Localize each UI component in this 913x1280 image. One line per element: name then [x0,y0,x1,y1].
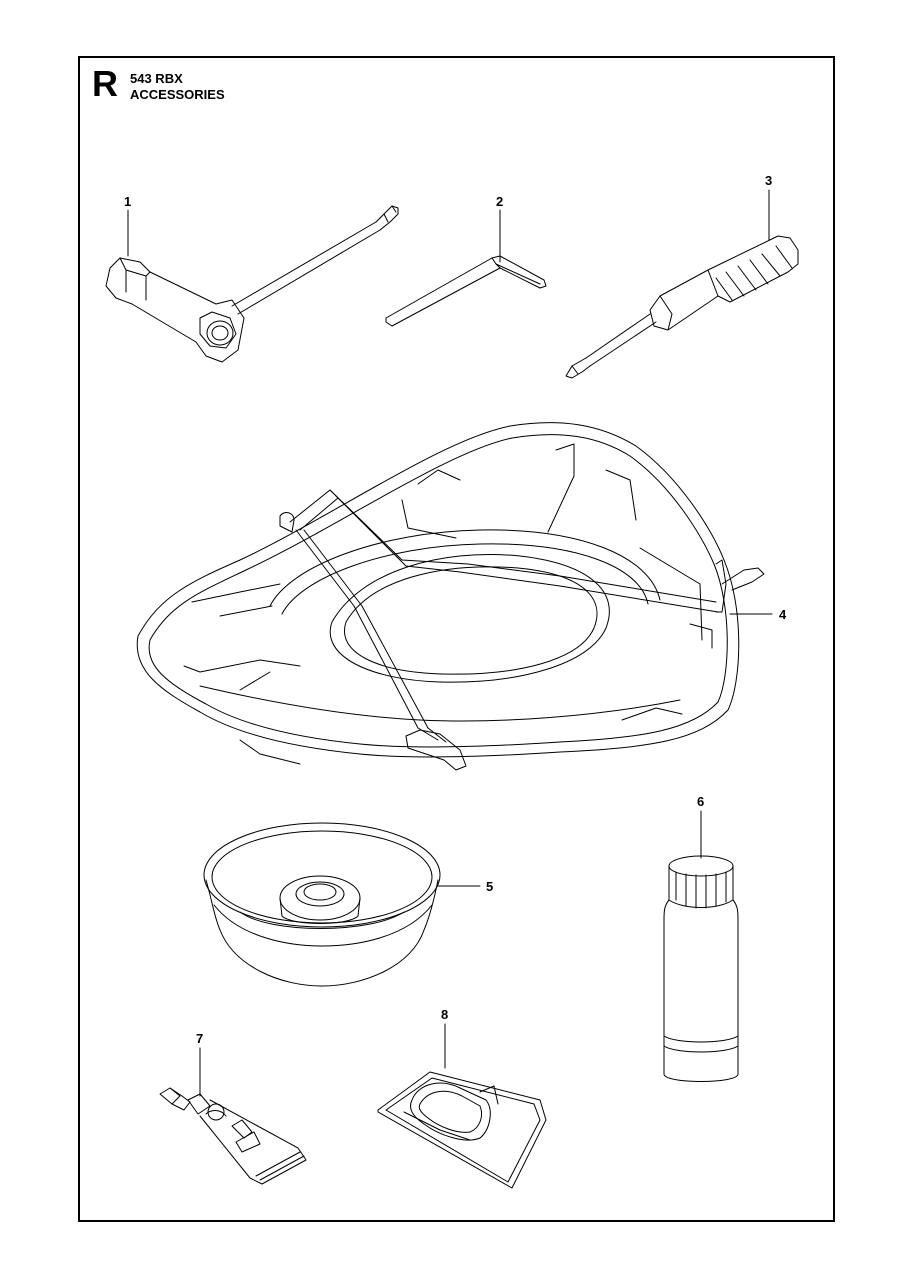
leader-lines [128,190,772,1096]
combination-spanner-icon [106,206,398,362]
model-name: 543 RBX [130,71,183,86]
carrying-strap-icon [378,1072,546,1188]
drawing-frame [78,56,835,1222]
oil-bottle-icon [664,856,738,1082]
support-cup-icon [204,823,440,986]
blade-guard-icon [137,423,764,770]
screwdriver-icon [566,236,798,378]
hex-key-icon [386,256,546,326]
callout-7: 7 [196,1031,204,1046]
callout-1: 1 [124,194,132,209]
callout-3: 3 [765,173,773,188]
grease-tube-icon [160,1088,306,1184]
section-letter: R [92,63,118,104]
callout-4: 4 [779,607,787,622]
callout-6: 6 [697,794,705,809]
callout-5: 5 [486,879,494,894]
callout-2: 2 [496,194,504,209]
section-title: ACCESSORIES [130,87,225,102]
callout-8: 8 [441,1007,449,1022]
